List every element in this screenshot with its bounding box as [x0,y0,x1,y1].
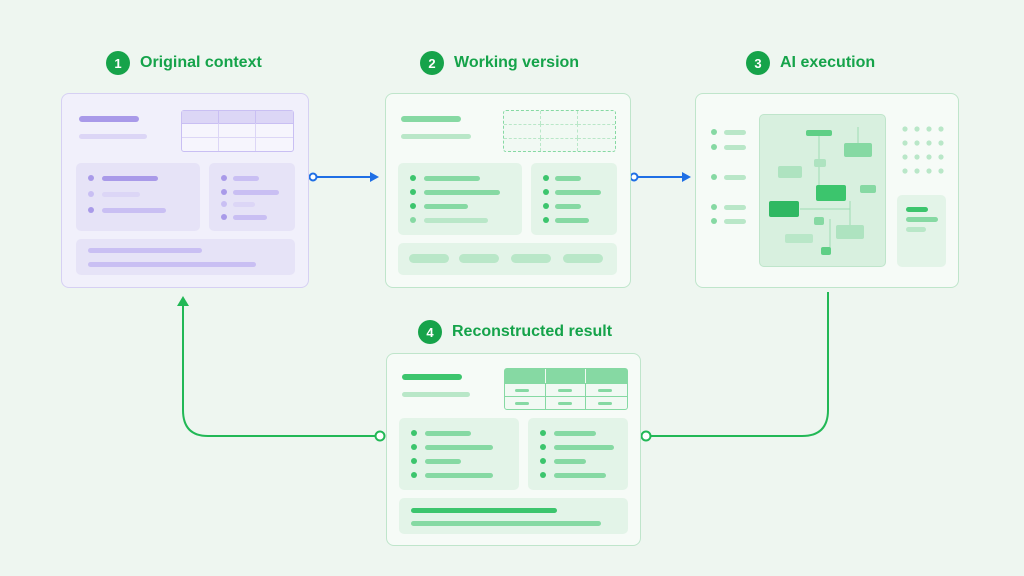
step-4-number: 4 [418,320,442,344]
mini-table-dashed [503,110,616,152]
card-subtitle-placeholder [401,134,471,139]
original-context-card [61,93,309,288]
execution-canvas [759,114,886,267]
list-panel-right [528,418,628,490]
list-panel-left [399,418,519,490]
chip-panel [398,243,617,275]
arrow-right-icon [370,172,379,182]
arrow-right-icon [682,172,691,182]
step-4-title: Reconstructed result [452,323,613,340]
card-title-placeholder [402,374,462,380]
list-panel-left [398,163,522,235]
card-subtitle-placeholder [79,134,147,139]
mini-table [181,110,294,152]
output-panel [897,195,946,267]
step-2-number: 2 [420,51,444,75]
step-1-label: 1 Original context [106,51,262,75]
dot-matrix [902,126,944,174]
connector-node-icon [640,430,652,442]
node-graph [769,127,876,255]
step-2-label: 2 Working version [420,51,579,75]
connector-node-icon [374,430,386,442]
reconstructed-result-card [386,353,641,546]
connector-2-to-3 [629,172,691,182]
mini-table-solid [504,368,628,410]
connector-4-to-1 [177,296,386,442]
step-3-title: AI execution [780,54,876,71]
card-subtitle-placeholder [402,392,470,397]
card-title-placeholder [401,116,461,122]
summary-panel [399,498,628,534]
ai-execution-card [695,93,959,288]
list-panel-right [209,163,295,231]
step-1-number: 1 [106,51,130,75]
connector-3-to-4 [640,292,829,442]
connector-1-to-2 [308,172,379,182]
step-3-label: 3 AI execution [746,51,875,75]
step-1-title: Original context [140,54,262,71]
arrow-up-icon [177,296,189,306]
card-title-placeholder [79,116,139,122]
list-panel-left [76,163,200,231]
summary-panel [76,239,295,275]
step-4-label: 4 Reconstructed result [418,320,612,344]
step-3-number: 3 [746,51,770,75]
working-version-card [385,93,631,288]
list-panel-right [531,163,617,235]
step-2-title: Working version [454,54,580,71]
